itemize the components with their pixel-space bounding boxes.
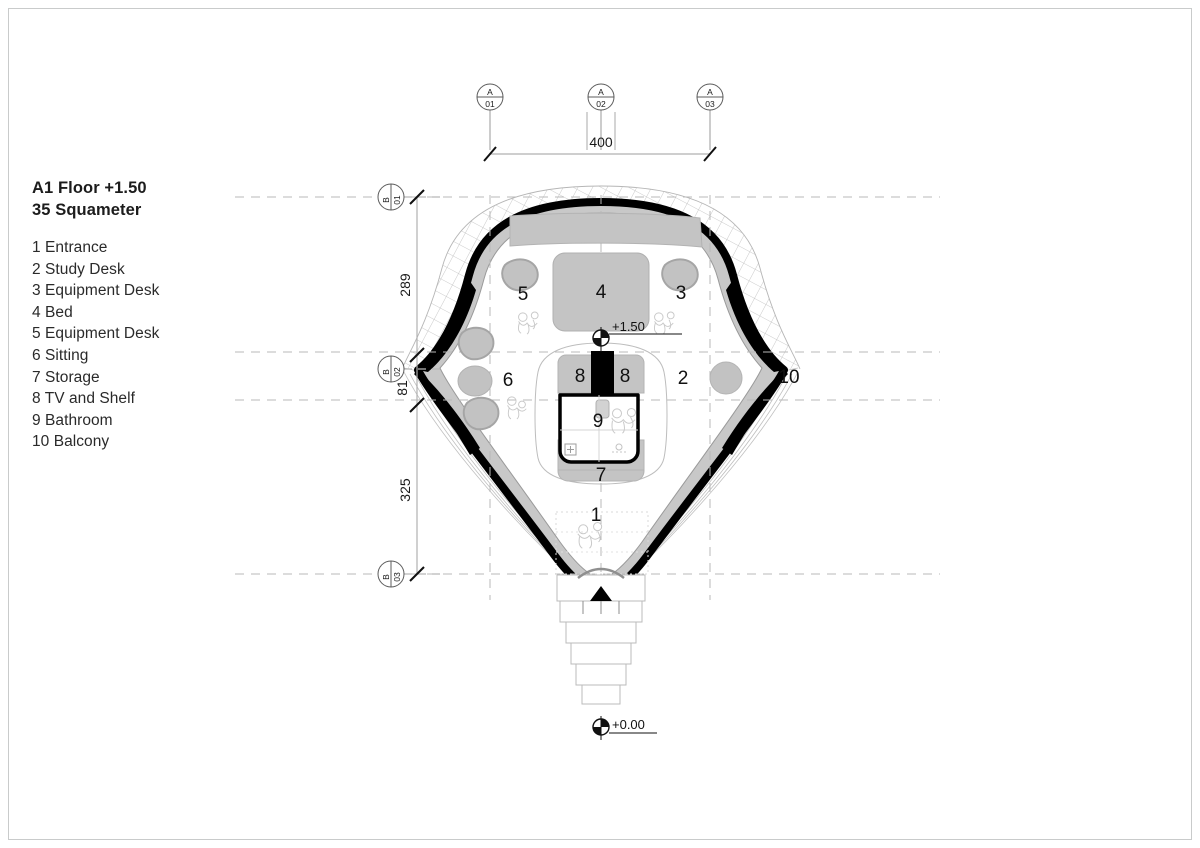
room-label-6: 6 bbox=[503, 370, 514, 391]
furniture-equipment-desk-right bbox=[661, 258, 699, 292]
legend-title-line-2: 35 Squameter bbox=[32, 200, 142, 219]
dimension-400: 400 bbox=[483, 134, 717, 162]
level-value-ground: +0.00 bbox=[612, 717, 645, 732]
scale-figures bbox=[507, 311, 675, 549]
grid-bubble-b03[interactable]: B 03 bbox=[377, 560, 440, 588]
grid-a01-number: 01 bbox=[485, 99, 495, 109]
room-label-8-left: 8 bbox=[575, 366, 586, 387]
grid-bubble-a03[interactable]: A 03 bbox=[696, 83, 724, 150]
grid-a03-letter: A bbox=[707, 87, 713, 97]
grid-a03-number: 03 bbox=[705, 99, 715, 109]
grid-b01-number: 01 bbox=[392, 195, 402, 205]
stair-tread-lines bbox=[582, 601, 620, 614]
vertical-dimension-chain: 289 81 325 bbox=[394, 189, 425, 582]
grid-bubble-a02[interactable]: A 02 bbox=[586, 83, 616, 150]
furniture-top-shelf-band bbox=[509, 212, 703, 248]
room-label-8-right: 8 bbox=[620, 366, 631, 387]
room-label-9: 9 bbox=[593, 411, 604, 432]
level-marker-plus-1-50: +1.50 bbox=[592, 319, 682, 352]
legend-item-1: 1 Entrance bbox=[32, 239, 108, 256]
room-label-5: 5 bbox=[518, 284, 529, 305]
grid-b03-letter: B bbox=[381, 574, 391, 580]
furniture-study-stool bbox=[709, 361, 743, 395]
legend-item-7: 7 Storage bbox=[32, 368, 100, 386]
stair-threshold-arc bbox=[577, 567, 625, 579]
legend-item-3: 3 Equipment Desk bbox=[32, 282, 160, 300]
grid-b03-number: 03 bbox=[392, 572, 402, 582]
furniture-seat-middle bbox=[457, 365, 493, 397]
legend-heading: A1 Floor +1.50 35 Squameter bbox=[32, 178, 292, 221]
legend-title-line-1: A1 Floor +1.50 bbox=[32, 179, 147, 197]
dimension-81-value: 81 bbox=[394, 380, 410, 396]
bathroom-fixtures bbox=[560, 395, 638, 462]
furniture-equipment-desk-left bbox=[501, 258, 539, 292]
service-core-pod bbox=[534, 342, 668, 485]
legend-item-5: 5 Equipment Desk bbox=[32, 325, 160, 343]
legend-panel: A1 Floor +1.50 35 Squameter 1 Entrance 2… bbox=[32, 178, 292, 453]
dimension-400-value: 400 bbox=[589, 134, 613, 150]
room-label-4: 4 bbox=[596, 282, 607, 303]
legend-item-10: 10 Balcony bbox=[32, 433, 110, 451]
dimension-289-value: 289 bbox=[397, 273, 413, 297]
furniture-seat-upper bbox=[457, 326, 495, 361]
level-marker-plus-0-00: +0.00 bbox=[592, 716, 657, 740]
grid-b02-number: 02 bbox=[392, 367, 402, 377]
furniture-seat-lower bbox=[462, 396, 500, 431]
grid-b01-letter: B bbox=[381, 197, 391, 203]
grid-bubble-b01[interactable]: B 01 bbox=[377, 183, 440, 211]
room-label-7: 7 bbox=[596, 465, 607, 486]
room-label-10: 10 bbox=[778, 367, 799, 388]
room-label-1: 1 bbox=[591, 505, 602, 526]
level-value-upper: +1.50 bbox=[612, 319, 645, 334]
grid-bubble-b02[interactable]: B 02 bbox=[377, 355, 440, 383]
furniture-tv-black-block bbox=[591, 351, 614, 395]
dimension-325-value: 325 bbox=[397, 478, 413, 502]
grid-a02-number: 02 bbox=[596, 99, 606, 109]
grid-a02-letter: A bbox=[598, 87, 604, 97]
room-label-3: 3 bbox=[676, 283, 687, 304]
legend-item-8: 8 TV and Shelf bbox=[32, 390, 135, 408]
legend-item-4: 4 Bed bbox=[32, 303, 73, 321]
legend-item-6: 6 Sitting bbox=[32, 346, 89, 364]
grid-bubble-a01[interactable]: A 01 bbox=[476, 83, 504, 150]
wall-wing-tips bbox=[414, 277, 788, 455]
grid-b02-letter: B bbox=[381, 369, 391, 375]
legend-item-9: 9 Bathroom bbox=[32, 411, 113, 429]
legend-item-2: 2 Study Desk bbox=[32, 260, 125, 278]
legend-room-list: 1 Entrance 2 Study Desk 3 Equipment Desk… bbox=[32, 237, 292, 453]
entrance-mat bbox=[555, 511, 649, 575]
grid-a01-letter: A bbox=[487, 87, 493, 97]
room-label-2: 2 bbox=[678, 368, 689, 389]
stair-direction-arrow bbox=[590, 586, 612, 601]
